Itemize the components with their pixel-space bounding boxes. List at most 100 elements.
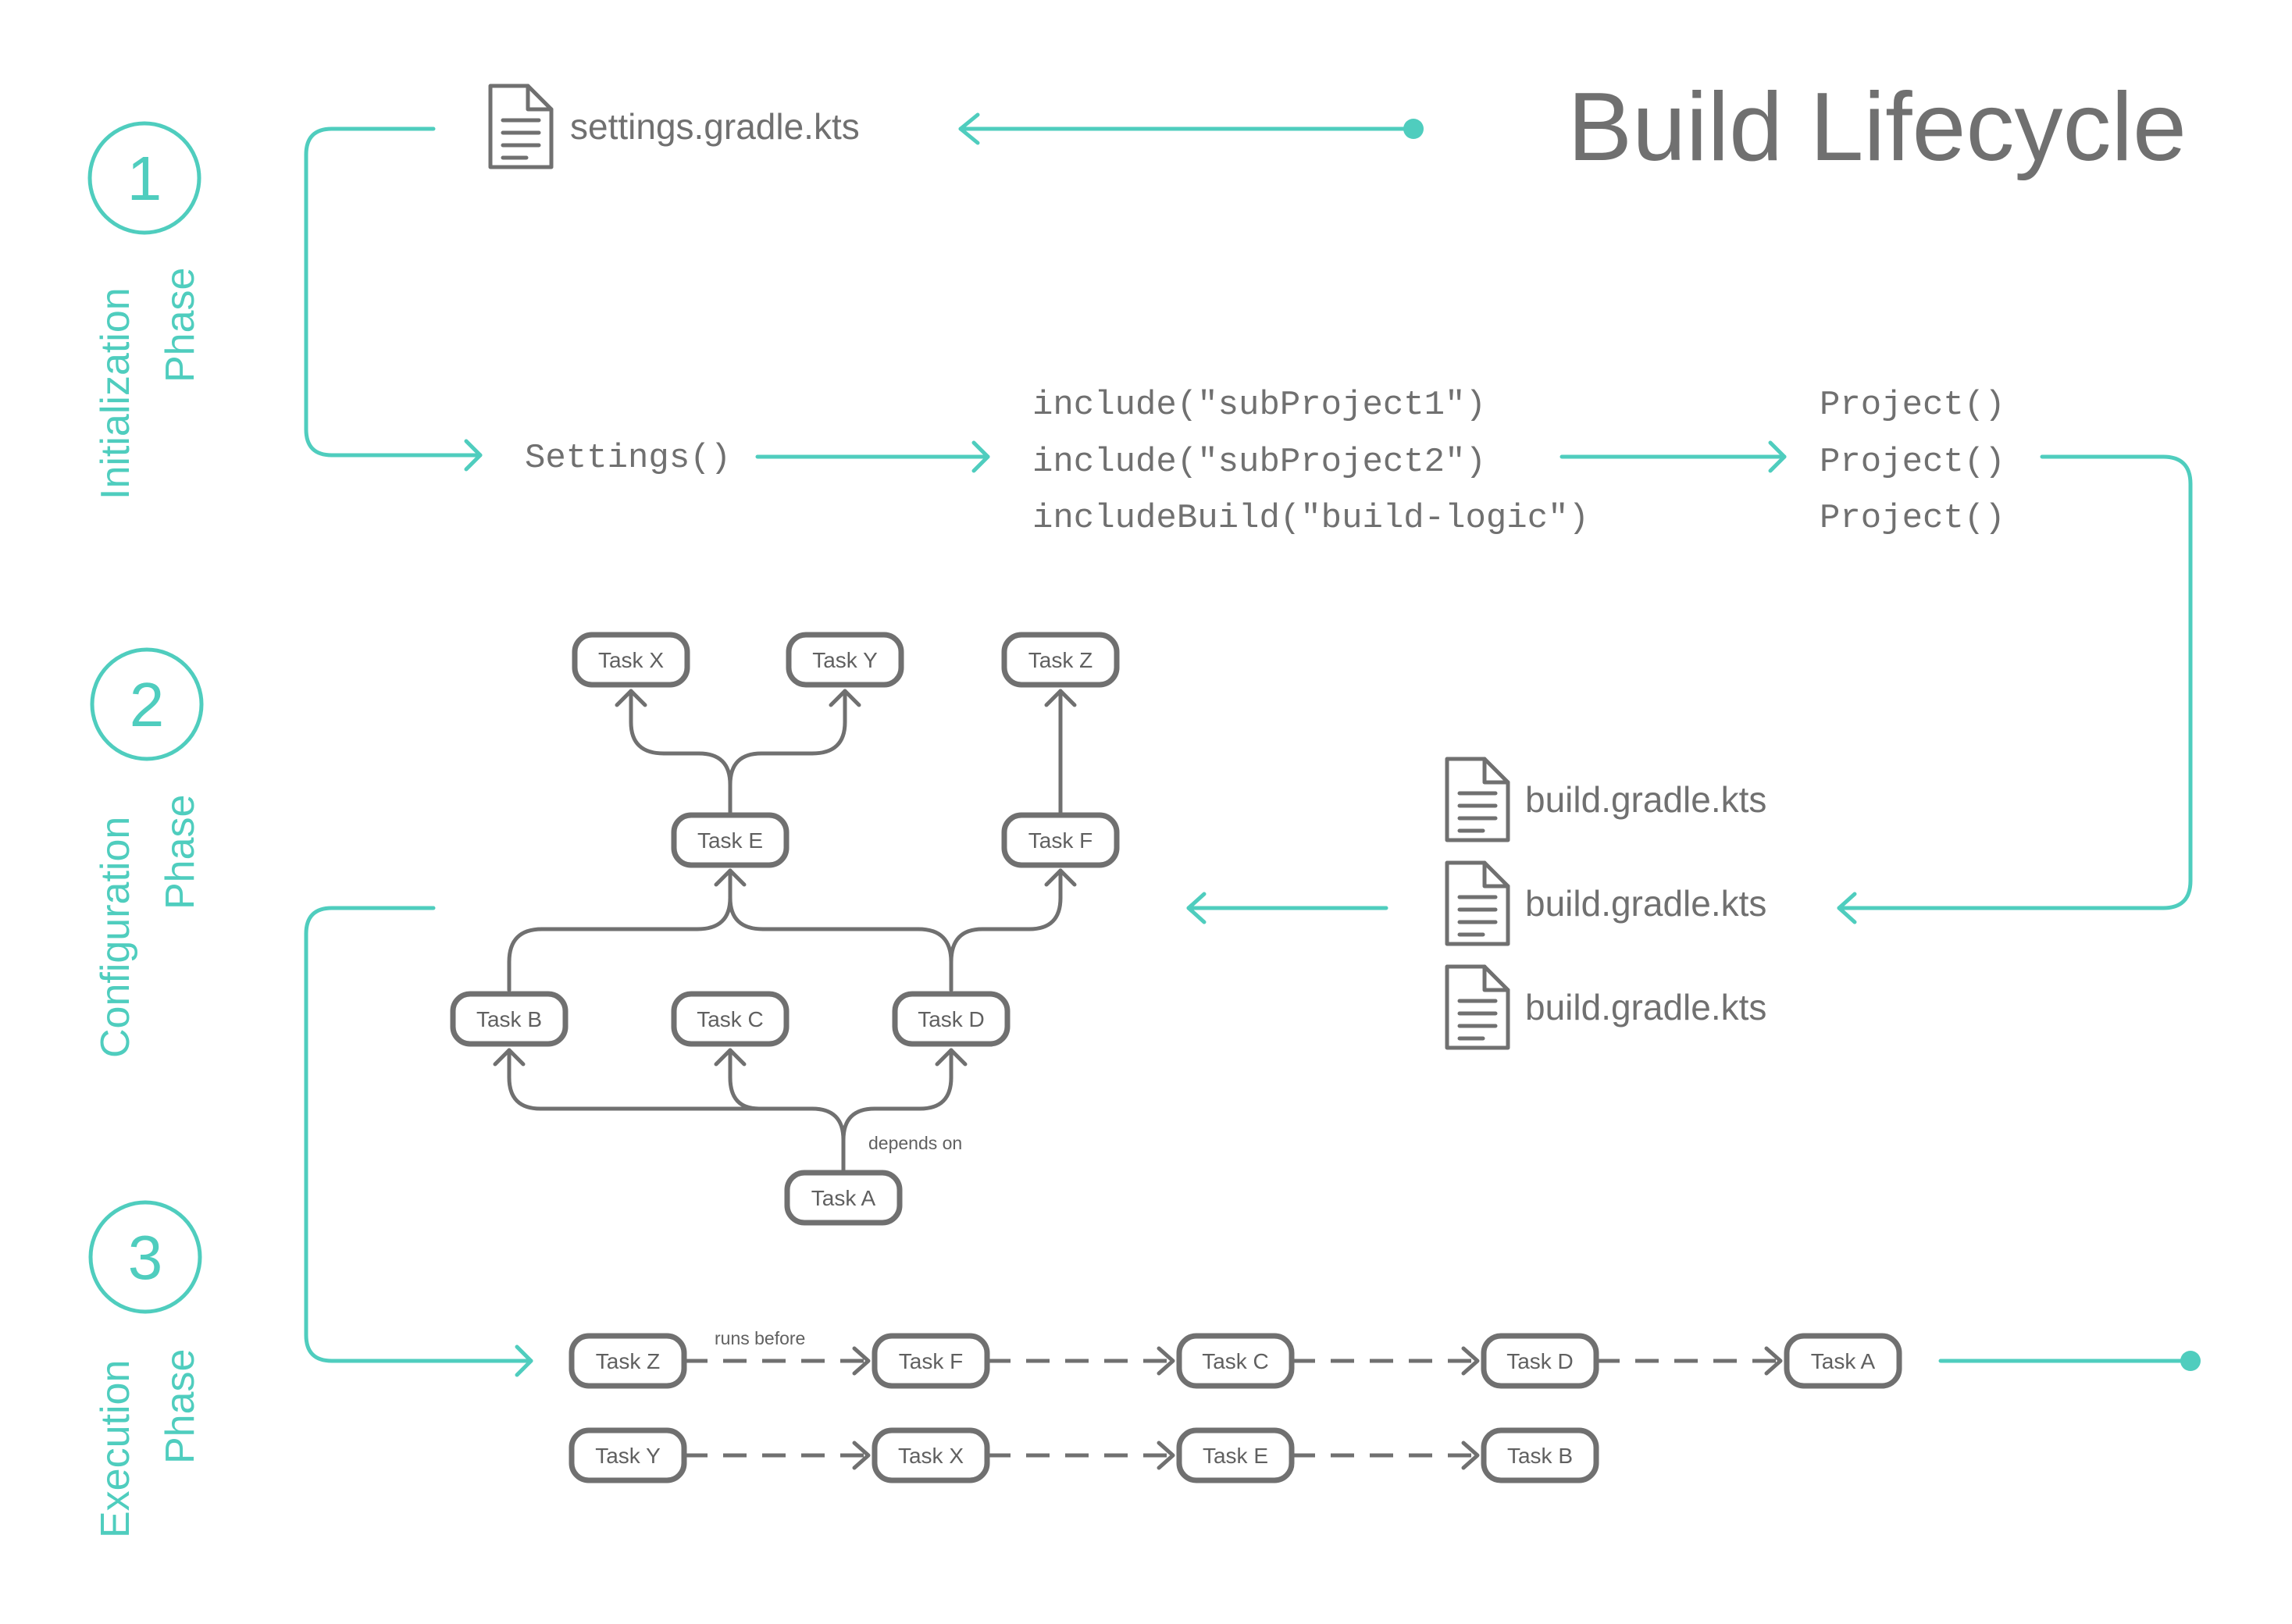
task-f-node: Task F [1001, 812, 1120, 868]
exec-row2-task-3: Task E [1176, 1427, 1295, 1483]
phase-2-label-line1: Configuration [93, 817, 138, 1058]
exec-row1-task-4-label: Task D [1506, 1349, 1574, 1373]
exec-row2-task-4-label: Task B [1507, 1444, 1573, 1468]
task-e-node: Task E [671, 812, 790, 868]
exec-row1-task-2: Task F [872, 1333, 990, 1389]
phase-1: 1 Initialization Phase [87, 121, 203, 500]
exec-row2-task-4: Task B [1481, 1427, 1599, 1483]
edge-a-to-d [841, 1048, 954, 1172]
phase-2: 2 Configuration Phase [90, 647, 204, 1058]
task-f-label: Task F [1028, 828, 1093, 853]
settings-file-label: settings.gradle.kts [570, 106, 860, 147]
task-e-label: Task E [697, 828, 763, 853]
exec-row2-task-2: Task X [872, 1427, 990, 1483]
task-z-node: Task Z [1001, 632, 1120, 688]
task-b-node: Task B [450, 991, 569, 1047]
task-a-node: Task A [784, 1170, 903, 1226]
build-files-arrowhead [1837, 892, 1857, 924]
build-file-icon-2 [1447, 863, 1508, 944]
task-b-label: Task B [476, 1007, 542, 1031]
initialization-flow: settings.gradle.kts Settings() include("… [304, 86, 2193, 924]
end-dot [2180, 1351, 2201, 1371]
task-x-label: Task X [598, 648, 664, 672]
exec-row1-task-1: Task Z [569, 1333, 687, 1389]
build-file-label-2: build.gradle.kts [1525, 883, 1766, 924]
exec-row1-task-3-label: Task C [1202, 1349, 1269, 1373]
build-file-icon-3 [1447, 967, 1508, 1048]
edge-b-to-e [507, 868, 733, 992]
row1-arrowhead-3 [1461, 1346, 1480, 1376]
build-file-icon-1 [1447, 759, 1508, 840]
exec-row1-task-3: Task C [1176, 1333, 1295, 1389]
arrowhead-f [1044, 868, 1077, 887]
exec-row1-task-4: Task D [1481, 1333, 1599, 1389]
task-y-node: Task Y [786, 632, 904, 688]
task-a-label: Task A [811, 1186, 876, 1210]
exec-row2-task-1: Task Y [569, 1427, 687, 1483]
task-x-node: Task X [572, 632, 690, 688]
arrowhead-e [714, 868, 747, 887]
diagram-title: Build Lifecycle [1567, 73, 2187, 181]
exec-row1-task-2-label: Task F [899, 1349, 963, 1373]
depends-on-label: depends on [868, 1133, 962, 1153]
include-line-1: include("subProject1") [1032, 386, 1486, 425]
task-d-label: Task D [918, 1007, 985, 1031]
row1-arrowhead-4 [1764, 1346, 1783, 1376]
task-c-node: Task C [671, 991, 790, 1047]
task-y-label: Task Y [812, 648, 878, 672]
include-line-2: include("subProject2") [1032, 443, 1486, 482]
project-line-2: Project() [1820, 443, 2005, 482]
phase-2-number: 2 [130, 670, 165, 739]
exec-row1-task-1-label: Task Z [596, 1349, 660, 1373]
edge-a-to-b [507, 1048, 814, 1111]
exec-row2-task-2-label: Task X [898, 1444, 964, 1468]
exec-row2-task-1-label: Task Y [595, 1444, 661, 1468]
project-line-3: Project() [1820, 499, 2005, 538]
includes-arrowhead [971, 440, 990, 473]
project-line-1: Project() [1820, 386, 2005, 425]
phase-1-label-line1: Initialization [93, 287, 138, 500]
build-file-label-1: build.gradle.kts [1525, 779, 1766, 820]
execution-order: runs before Task Z Task F Task C Task D [569, 1328, 2201, 1483]
phase-3-label-line1: Execution [93, 1360, 138, 1538]
edge-d-to-f [949, 868, 1063, 964]
start-dot [1403, 119, 1424, 139]
exec-row1-task-5: Task A [1784, 1333, 1902, 1389]
build-files: build.gradle.kts build.gradle.kts build.… [1186, 759, 1766, 1048]
arrowhead-x [615, 689, 647, 707]
row2-arrowhead-3 [1461, 1441, 1480, 1470]
settings-call-arrowhead [464, 439, 483, 472]
configuration-to-execution-connector [304, 906, 533, 1363]
edge-e-to-x [629, 689, 733, 814]
task-c-label: Task C [697, 1007, 764, 1031]
arrowhead-c [714, 1048, 747, 1067]
arrowhead-b [493, 1048, 526, 1067]
runs-before-label: runs before [715, 1328, 805, 1348]
task-d-node: Task D [892, 991, 1011, 1047]
phase-3-circle [88, 1200, 202, 1314]
execution-arrowhead [515, 1344, 533, 1377]
row2-arrowhead-1 [852, 1441, 871, 1470]
task-dependency-graph: depends on Task X Task Y Task Z Task E T… [450, 632, 1120, 1226]
task-z-label: Task Z [1028, 648, 1093, 672]
edge-d-to-e [728, 896, 954, 992]
edge-a-to-c [728, 1048, 846, 1142]
row1-arrowhead-2 [1157, 1346, 1175, 1376]
projects-to-build-files-connector [1837, 454, 2193, 910]
graph-arrowhead [1186, 892, 1207, 924]
settings-call: Settings() [525, 439, 731, 478]
settings-file-icon [490, 86, 551, 167]
row1-arrowhead-1 [852, 1346, 871, 1376]
phase-1-label-line2: Phase [158, 268, 203, 383]
phase-1-number: 1 [127, 144, 162, 213]
arrowhead-d [935, 1048, 968, 1067]
build-file-label-3: build.gradle.kts [1525, 987, 1766, 1027]
exec-row2-task-3-label: Task E [1203, 1444, 1268, 1468]
arrowhead-y [829, 689, 861, 707]
phase-2-label-line2: Phase [158, 795, 203, 910]
phase-3: 3 Execution Phase [88, 1200, 203, 1538]
phase-3-label-line2: Phase [158, 1349, 203, 1464]
arrowhead-z [1044, 689, 1077, 707]
settings-arrowhead [958, 112, 980, 145]
